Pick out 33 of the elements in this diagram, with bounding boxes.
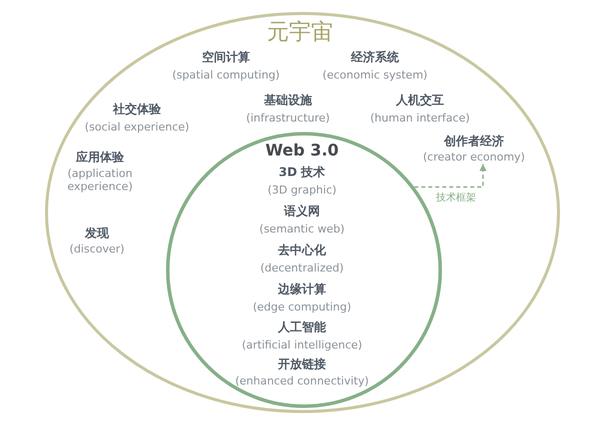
topic-translation: (semantic web) [259,222,345,236]
topic-name: 发现 [85,226,109,240]
topic-name: 边缘计算 [278,282,326,296]
topic-name: 3D 技术 [278,164,326,180]
topic-name: 基础设施 [264,92,312,108]
topic-name: 社交体验 [113,102,161,116]
topic-name: 语义网 [284,204,320,218]
outer-circle [45,12,560,413]
topic-name: 开放链接 [278,356,326,372]
topic-translation: (3D graphic) [268,183,336,197]
topic-translation: (infrastructure) [246,111,330,125]
edge-label: 技术框架 [435,192,477,204]
topic-translation: (economic system) [322,68,428,82]
topic-translation: (artificial intelligence) [242,338,362,352]
topic-translation: (social experience) [84,120,190,134]
topic-name: 空间计算 [202,50,250,64]
topic-name: 应用体验 [76,150,124,164]
dashed-arrow [414,164,486,188]
topic-translation: (application experience) [66,166,134,194]
circle-title: 元宇宙 [267,20,333,46]
topic-translation: (enhanced connectivity) [235,374,369,388]
topic-translation: (human interface) [370,111,470,125]
topic-translation: (creator economy) [423,150,525,164]
topic-name: 人机交互 [396,92,444,108]
topic-name: 经济系统 [351,50,399,64]
topic-translation: (decentralized) [260,261,344,275]
topic-name: 人工智能 [278,320,326,334]
topic-translation: (discover) [70,242,124,256]
circle-title: Web 3.0 [265,140,339,160]
topic-name: 去中心化 [278,242,326,258]
topic-translation: (spatial computing) [172,68,280,82]
topic-translation: (edge computing) [252,300,352,314]
topic-name: 创作者经济 [444,134,504,148]
